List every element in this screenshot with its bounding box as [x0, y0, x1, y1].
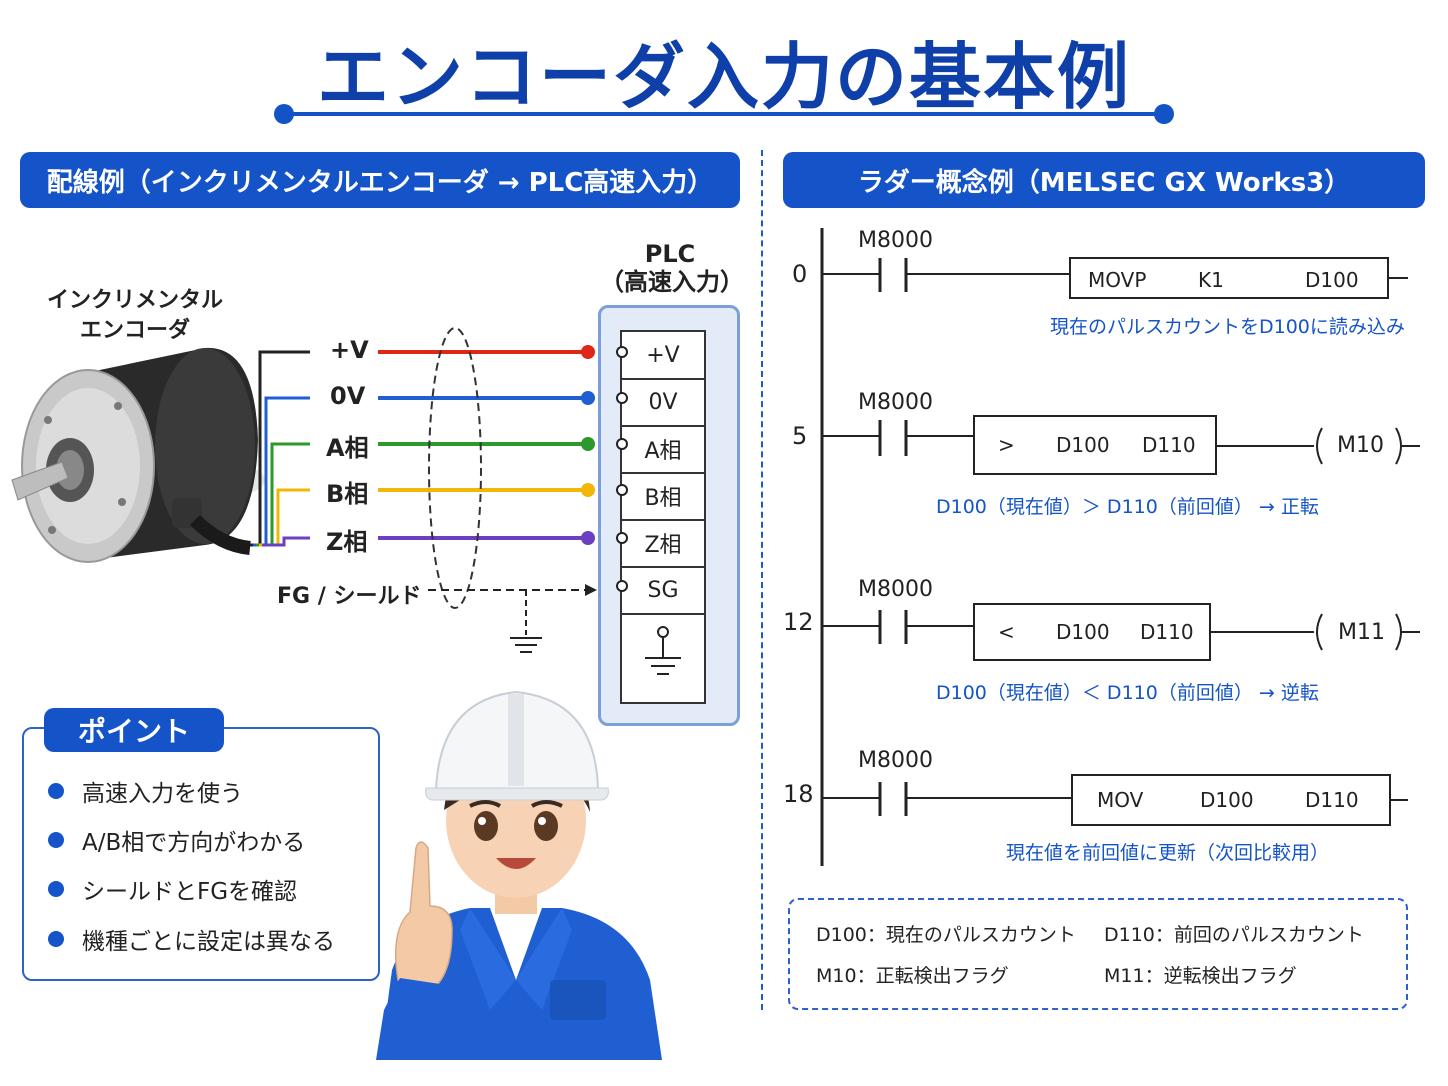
- wiring-diagram: [11, 327, 597, 653]
- terminal-a-phase: A相: [622, 426, 704, 474]
- instruction-operand: D110: [1305, 788, 1359, 812]
- wiring-section-header: 配線例（インクリメンタルエンコーダ → PLC高速入力）: [20, 152, 740, 208]
- point-text: 高速入力を使う: [82, 781, 243, 807]
- encoder-icon: [11, 347, 265, 563]
- instruction-operand: D100: [1200, 788, 1254, 812]
- wire-label-plus-v: +V: [330, 336, 369, 364]
- terminal-z-phase: Z相: [622, 520, 704, 568]
- wire-label-0v: 0V: [330, 382, 366, 410]
- title-underline-dot-right: [1154, 104, 1174, 124]
- coil-label: M11: [1338, 620, 1385, 645]
- ladder-diagram: [820, 228, 1420, 866]
- encoder-title-line2: エンコーダ: [79, 318, 190, 343]
- terminal-b-phase: B相: [622, 473, 704, 521]
- shield-label: FG / シールド: [277, 584, 422, 609]
- contact-label: M8000: [858, 228, 933, 253]
- instruction-operand: D100: [1305, 268, 1359, 292]
- point-item: 機種ごとに設定は異なる: [48, 922, 335, 956]
- legend-item: D110：前回のパルスカウント: [1104, 924, 1364, 946]
- rung-comment: D100（現在値）＞ D110（前回値） → 正転: [936, 496, 1319, 518]
- rung-step-number: 0: [792, 260, 808, 288]
- instruction-name: MOV: [1097, 788, 1144, 812]
- instruction-operand: D100: [1056, 433, 1110, 457]
- rung-comment: D100（現在値）＜ D110（前回値） → 逆転: [936, 682, 1319, 704]
- instruction-operand: D110: [1142, 433, 1196, 457]
- instruction-operand: K1: [1198, 268, 1224, 292]
- bullet-icon: [48, 783, 64, 799]
- coil-label: M10: [1337, 433, 1384, 458]
- legend-item: D100：現在のパルスカウント: [816, 924, 1076, 946]
- point-item: 高速入力を使う: [48, 774, 243, 808]
- rung-step-number: 12: [783, 608, 814, 636]
- plc-title: PLC （高速入力）: [600, 240, 744, 296]
- point-text: 機種ごとに設定は異なる: [82, 929, 335, 955]
- plc-title-line1: PLC: [644, 240, 696, 268]
- contact-label: M8000: [858, 390, 933, 415]
- rung-step-number: 18: [783, 780, 814, 808]
- terminal-block: +V 0V A相 B相 Z相 SG: [620, 330, 706, 704]
- legend-item: M11：逆転検出フラグ: [1104, 965, 1297, 987]
- plc-title-line2: （高速入力）: [600, 268, 744, 296]
- ladder-section-header: ラダー概念例（MELSEC GX Works3）: [783, 152, 1425, 208]
- section-divider: [761, 150, 763, 1010]
- terminal-sg: SG: [622, 567, 704, 615]
- point-text: シールドとFGを確認: [82, 879, 298, 905]
- terminal-screws: [616, 346, 628, 592]
- terminal-plus-v: +V: [622, 332, 704, 380]
- ground-icon: [645, 626, 681, 675]
- wire-label-z-phase: Z相: [326, 528, 368, 556]
- bullet-icon: [48, 931, 64, 947]
- contact-label: M8000: [858, 577, 933, 602]
- instruction-operand: D100: [1056, 620, 1110, 644]
- contact-label: M8000: [858, 748, 933, 773]
- terminal-0v: 0V: [622, 379, 704, 427]
- instruction-name: <: [998, 620, 1015, 644]
- point-item: シールドとFGを確認: [48, 872, 297, 906]
- instruction-name: MOVP: [1088, 268, 1147, 292]
- page-title: エンコーダ入力の基本例: [316, 35, 1131, 119]
- points-box: [22, 727, 380, 981]
- point-text: A/B相で方向がわかる: [82, 830, 306, 856]
- points-title: ポイント: [44, 708, 224, 752]
- wire-label-a-phase: A相: [326, 434, 369, 462]
- encoder-title-line1: インクリメンタル: [46, 288, 223, 313]
- title-underline: [284, 112, 1164, 116]
- device-legend-box: [788, 898, 1408, 1010]
- rung-step-number: 5: [792, 422, 808, 450]
- bullet-icon: [48, 881, 64, 897]
- title-underline-dot-left: [274, 104, 294, 124]
- legend-item: M10：正転検出フラグ: [816, 965, 1009, 987]
- rung-comment: 現在のパルスカウントをD100に読み込み: [1050, 316, 1405, 338]
- bullet-icon: [48, 832, 64, 848]
- wire-label-b-phase: B相: [326, 480, 369, 508]
- rung-comment: 現在値を前回値に更新（次回比較用）: [1006, 842, 1330, 864]
- instruction-name: >: [998, 433, 1015, 457]
- instruction-operand: D110: [1140, 620, 1194, 644]
- worker-illustration: [376, 690, 662, 1060]
- point-item: A/B相で方向がわかる: [48, 823, 305, 857]
